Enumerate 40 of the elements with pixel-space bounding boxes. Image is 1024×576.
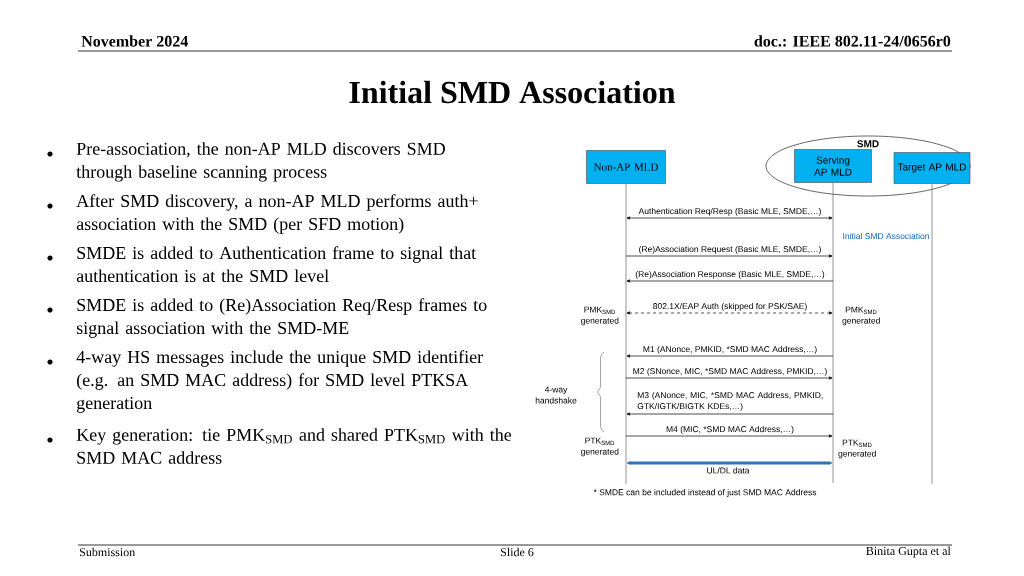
message-label: M2 (SNonce, MIC, *SMD MAC Address, PMKID,…) <box>633 367 827 376</box>
message-arrow <box>625 254 833 258</box>
bullet-text: Key generation: tie PMK$_{SMD}$ and shared PTK$_{SMD}$ with the SMD MAC address <box>76 428 512 464</box>
entity-box: Serving AP MLD <box>794 149 872 183</box>
status-note: PMK$_{SMD}$ generated <box>842 306 880 326</box>
bullet-text: 4-way HS messages include the unique SMD identifier (e.g. an SMD MAC address) for SMD level PTKSA generation <box>76 350 483 413</box>
entity-box: Non-AP MLD <box>586 150 666 184</box>
bullet-text: SMDE is added to (Re)Association Req/Resp frames to signal association with the SMD-ME <box>76 298 487 338</box>
message-arrow <box>626 216 833 220</box>
bullet-text: After SMD discovery, a non-AP MLD performs auth+ association with the SMD (per SFD motion) <box>76 194 478 234</box>
status-note: PTK$_{SMD}$ generated <box>581 437 619 457</box>
message-label: Authentication Req/Resp (Basic MLE, SMDE,…) <box>638 207 821 216</box>
message-label: (Re)Association Request (Basic MLE, SMDE,…) <box>639 245 821 254</box>
message-label: 802.1X/EAP Auth (skipped for PSK/SAE) <box>653 302 807 311</box>
message-arrow <box>626 461 833 465</box>
header-text: November 2024 <box>81 35 188 47</box>
header-text: doc.: IEEE 802.11-24/0656r0 <box>754 35 951 47</box>
status-note: PTK$_{SMD}$ generated <box>838 439 876 459</box>
footnote: * SMDE can be included instead of just SMD MAC Address <box>593 489 817 497</box>
entity-box: Target AP MLD <box>893 152 971 184</box>
slide-title: Initial SMD Association <box>349 80 676 104</box>
message-label: M3 (ANonce, MIC, *SMD MAC Address, PMKID, GTK/IGTK/BIGTK KDEs,…) <box>637 391 823 411</box>
bullet-text: SMDE is added to Authentication frame to signal that authentication is at the SMD level <box>76 246 477 283</box>
message-arrow <box>626 279 834 283</box>
message-label: M4 (MIC, *SMD MAC Address,…) <box>666 425 794 434</box>
message-label: (Re)Association Response (Basic MLE, SMDE,…) <box>635 270 825 279</box>
footer-text: Slide 6 <box>500 547 534 557</box>
footer-text: Submission <box>80 547 136 557</box>
message-arrow <box>625 376 833 380</box>
message-label: M1 (ANonce, PMKID, *SMD MAC Address,…) <box>643 345 817 354</box>
bullet-text: Pre-association, the non-AP MLD discovers SMD through baseline scanning process <box>76 142 445 182</box>
message-arrow <box>625 434 833 438</box>
message-arrow <box>626 412 834 416</box>
status-note: PMK$_{SMD}$ generated <box>581 306 619 326</box>
link-text: Initial SMD Association <box>843 232 929 240</box>
side-note: 4-way handshake <box>535 386 577 404</box>
message-arrow <box>626 354 834 358</box>
footer-text: Binita Gupta et al <box>866 546 951 558</box>
message-arrow <box>626 311 833 315</box>
message-label: UL/DL data <box>707 467 750 474</box>
